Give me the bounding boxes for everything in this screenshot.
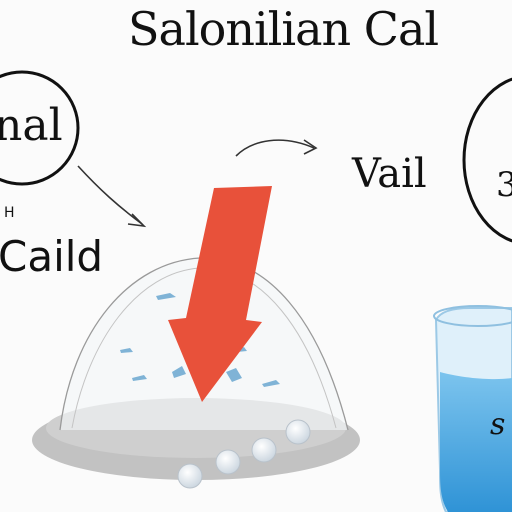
small-mark-label: H: [4, 205, 15, 221]
caild-label: Caild: [0, 232, 104, 281]
vail-label: Vail: [352, 151, 427, 197]
curved-arrow-left: [77, 165, 143, 225]
beaker-label: s: [490, 407, 506, 442]
beaker-water: [440, 372, 512, 512]
beaker-rim: [433, 305, 512, 327]
curved-arrow-top-head: [303, 139, 318, 155]
curved-arrow-top: [235, 139, 315, 157]
salt-spheres: [177, 419, 311, 489]
curved-arrow-left-head: [127, 213, 147, 228]
right-circle-label: 3: [496, 165, 512, 205]
red-arrow: [168, 186, 272, 402]
left-circle-label: nal: [0, 100, 63, 151]
diagram-title: Salonilian Cal: [128, 2, 439, 56]
right-circle: [462, 77, 512, 243]
left-circle: [0, 70, 80, 186]
